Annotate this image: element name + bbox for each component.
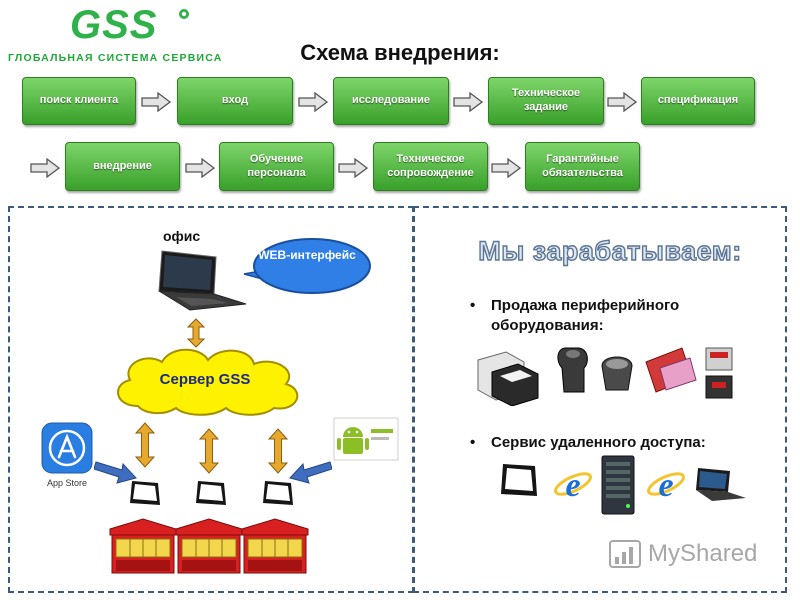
server-rack-icon [601,455,635,515]
kiosk-icon [241,518,309,574]
step-technical-task: Техническое задание [488,77,604,125]
bullet-dot: • [470,297,476,314]
web-interface-label: WEB-интерфейс [258,248,356,262]
double-arrow-icon [135,422,155,468]
step-staff-training: Обучение персонала [219,142,334,191]
flow-arrow-icon [30,158,60,178]
page-title: Схема внедрения: [300,40,500,65]
svg-text:e: e [658,467,673,504]
step-warranty: Гарантийные обязательства [525,142,640,191]
flow-arrow-icon [491,158,521,178]
blue-arrow-icon [94,461,137,484]
flow-arrow-icon [607,92,637,112]
double-arrow-icon [187,318,205,348]
double-arrow-icon [199,428,219,474]
office-label: офис [163,228,201,244]
android-icon [333,417,399,461]
bullet-dot: • [470,434,476,451]
watermark-text: MyShared [648,540,758,567]
laptop-icon [696,468,746,501]
logo-slogan: ГЛОБАЛЬНАЯ СИСТЕМА СЕРВИСА [8,52,223,64]
kiosk-icon [175,518,243,574]
right-revenue-panel [413,206,787,593]
flow-arrow-icon [298,92,328,112]
step-client-search: поиск клиента [22,77,136,125]
flow-arrow-icon [141,92,171,112]
bullet-remote-access: Сервис удаленного доступа: [491,434,706,451]
app-store-icon [41,422,93,474]
tablet-icon [196,481,226,505]
double-arrow-icon [268,428,288,474]
myshared-logo-icon [609,540,641,568]
laptop-icon [158,250,247,311]
svg-text:GSS: GSS [70,4,157,46]
server-cloud-shape [117,348,299,416]
step-entry: вход [177,77,293,125]
flow-arrow-icon [185,158,215,178]
flow-arrow-icon [338,158,368,178]
step-specification: спецификация [641,77,755,125]
blue-arrow-icon [289,461,332,484]
step-technical-support: Техническое сопровождение [373,142,488,191]
internet-explorer-icon: e [554,467,592,504]
gss-logo: GSS [70,4,189,46]
step-implementation: внедрение [65,142,180,191]
server-label: Сервер GSS [159,371,251,388]
step-research: исследование [333,77,449,125]
tablet-icon [130,481,160,505]
app-store-label: App Store [46,478,88,488]
svg-text:e: e [565,467,580,504]
tablet-icon [501,464,537,496]
internet-explorer-icon: e [647,467,685,504]
web-interface-callout [243,238,371,294]
revenue-heading: Мы зарабатываем: [478,235,742,266]
tablet-icon [263,481,293,505]
peripheral-equipment-icons [477,347,733,406]
kiosk-icon [109,518,177,574]
flow-arrow-icon [453,92,483,112]
bullet-peripherals: Продажа периферийного оборудования: [491,297,680,335]
